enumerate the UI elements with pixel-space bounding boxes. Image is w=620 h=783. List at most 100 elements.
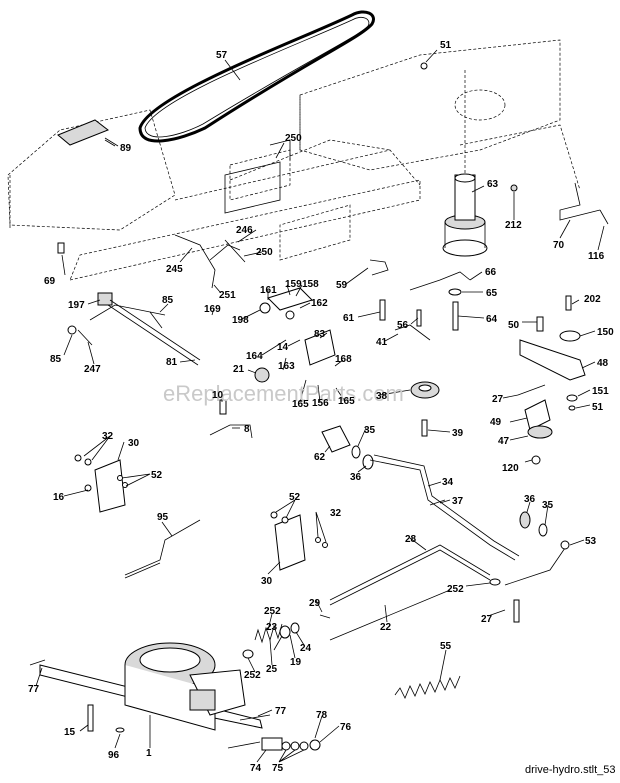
callout-163: 163: [278, 361, 295, 372]
callout-27b: 27: [481, 614, 493, 625]
callout-62: 62: [314, 452, 326, 463]
callout-252c: 252: [244, 670, 261, 681]
callout-247: 247: [84, 364, 101, 375]
callout-51b: 51: [592, 402, 604, 413]
callout-30b: 30: [261, 576, 273, 587]
callout-55: 55: [440, 641, 452, 652]
callout-21: 21: [233, 364, 245, 375]
callout-14: 14: [277, 342, 289, 353]
callout-39: 39: [452, 428, 464, 439]
callout-23: 23: [266, 622, 278, 633]
callout-37: 37: [452, 496, 464, 507]
callout-83: 83: [314, 329, 326, 340]
callout-159: 159: [285, 279, 302, 290]
callout-197: 197: [68, 300, 85, 311]
callout-198: 198: [232, 315, 249, 326]
callout-252b: 252: [264, 606, 281, 617]
callout-57: 57: [216, 50, 228, 61]
callout-32b: 32: [330, 508, 342, 519]
callout-150: 150: [597, 327, 614, 338]
callout-29: 29: [309, 598, 321, 609]
callout-250: 250: [285, 133, 302, 144]
callout-16: 16: [53, 492, 65, 503]
callout-95: 95: [157, 512, 169, 523]
leader-lines: [35, 49, 605, 763]
callout-47: 47: [498, 436, 510, 447]
callout-38: 38: [376, 391, 388, 402]
callout-15: 15: [64, 727, 76, 738]
parts-upper: [57, 62, 609, 465]
callout-156: 156: [312, 398, 329, 409]
callout-69: 69: [44, 276, 56, 287]
callout-48: 48: [597, 358, 609, 369]
callout-30: 30: [128, 438, 140, 449]
callout-158: 158: [302, 279, 319, 290]
callout-70: 70: [553, 240, 565, 251]
callout-120: 120: [502, 463, 519, 474]
callout-65: 65: [486, 288, 498, 299]
callout-59: 59: [336, 280, 348, 291]
callout-52b: 52: [289, 492, 301, 503]
callout-66: 66: [485, 267, 497, 278]
callout-52: 52: [151, 470, 163, 481]
callout-250b: 250: [256, 247, 273, 258]
callout-162: 162: [311, 298, 328, 309]
callout-36: 36: [350, 472, 362, 483]
frame-outline: [7, 39, 581, 281]
callout-35: 35: [364, 425, 376, 436]
callout-50: 50: [508, 320, 520, 331]
callout-245: 245: [166, 264, 183, 275]
callout-35b: 35: [542, 500, 554, 511]
callout-116: 116: [588, 251, 605, 262]
callout-61: 61: [343, 313, 355, 324]
callout-24: 24: [300, 643, 312, 654]
transaxle: [29, 642, 321, 751]
callout-252: 252: [447, 584, 464, 595]
callout-202: 202: [584, 294, 601, 305]
callout-96: 96: [108, 750, 120, 761]
callout-168: 168: [335, 354, 352, 365]
callout-251: 251: [219, 290, 236, 301]
callout-164: 164: [246, 351, 263, 362]
callout-22: 22: [380, 622, 392, 633]
callout-85: 85: [162, 295, 174, 306]
callout-74: 74: [250, 763, 262, 774]
callout-36b: 36: [524, 494, 536, 505]
callout-32: 32: [102, 431, 114, 442]
callout-25: 25: [266, 664, 278, 675]
callout-78: 78: [316, 710, 328, 721]
callout-51: 51: [440, 40, 452, 51]
callout-76: 76: [340, 722, 352, 733]
callout-77b: 77: [275, 706, 287, 717]
callout-63: 63: [487, 179, 499, 190]
callout-75: 75: [272, 763, 284, 774]
callout-161: 161: [260, 285, 277, 296]
drive-belt: [138, 10, 375, 143]
callout-41: 41: [376, 337, 388, 348]
parts-middle: [74, 425, 570, 699]
callout-56: 56: [397, 320, 409, 331]
callout-49: 49: [490, 417, 502, 428]
callout-246: 246: [236, 225, 253, 236]
callout-165: 165: [292, 399, 309, 410]
callout-64: 64: [486, 314, 498, 325]
callout-85b: 85: [50, 354, 62, 365]
callout-212: 212: [505, 220, 522, 231]
callout-8: 8: [244, 424, 250, 435]
callout-77: 77: [28, 684, 40, 695]
callout-34: 34: [442, 477, 454, 488]
callout-28: 28: [405, 534, 417, 545]
callout-89: 89: [120, 143, 132, 154]
callout-10: 10: [212, 390, 224, 401]
callout-81: 81: [166, 357, 178, 368]
watermark: eReplacementParts.com: [163, 381, 404, 406]
diagram-id-footer: drive-hydro.stlt_53: [525, 764, 616, 776]
callout-27: 27: [492, 394, 504, 405]
callout-151: 151: [592, 386, 609, 397]
callout-165b: 165: [338, 396, 355, 407]
callout-1: 1: [146, 748, 152, 759]
callout-19: 19: [290, 657, 302, 668]
callout-labels: 57 51 89 250 63 212 70 116 246 250 245 6…: [28, 40, 614, 774]
callout-169: 169: [204, 304, 221, 315]
